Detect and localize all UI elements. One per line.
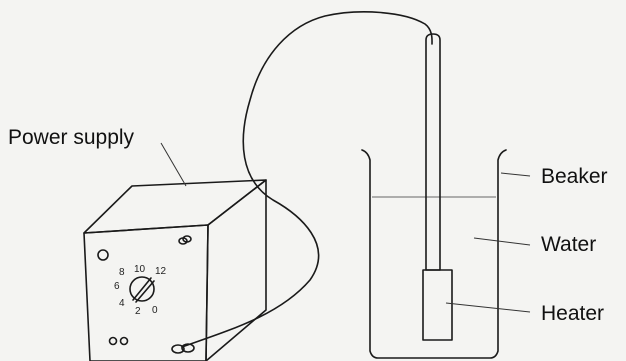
beaker-label: Beaker (541, 165, 608, 188)
heater-element (422, 269, 453, 341)
water-leader (473, 237, 531, 246)
water-label: Water (541, 233, 596, 256)
dial-number-10: 10 (134, 264, 146, 275)
heater-cable (181, 11, 433, 348)
dial-number-4: 4 (119, 298, 125, 309)
power-supply-leader (160, 142, 187, 187)
terminal-right (119, 336, 129, 346)
power-supply-dial (129, 276, 155, 303)
dial-number-6: 6 (114, 281, 120, 292)
heater-label: Heater (541, 302, 604, 325)
power-supply-box (83, 179, 267, 361)
front-screw (178, 235, 192, 245)
power-indicator-light (97, 249, 109, 261)
dial-number-8: 8 (119, 267, 125, 278)
terminal-left (108, 336, 118, 346)
power-supply-label: Power supply (8, 126, 135, 149)
dial-number-12: 12 (155, 266, 167, 277)
dial-number-0: 0 (152, 305, 158, 316)
beaker-leader (500, 172, 531, 177)
heater-rod (425, 33, 441, 271)
beaker (361, 149, 507, 359)
heater-leader (445, 302, 531, 313)
dial-number-2: 2 (135, 306, 141, 317)
output-sockets (171, 343, 195, 354)
